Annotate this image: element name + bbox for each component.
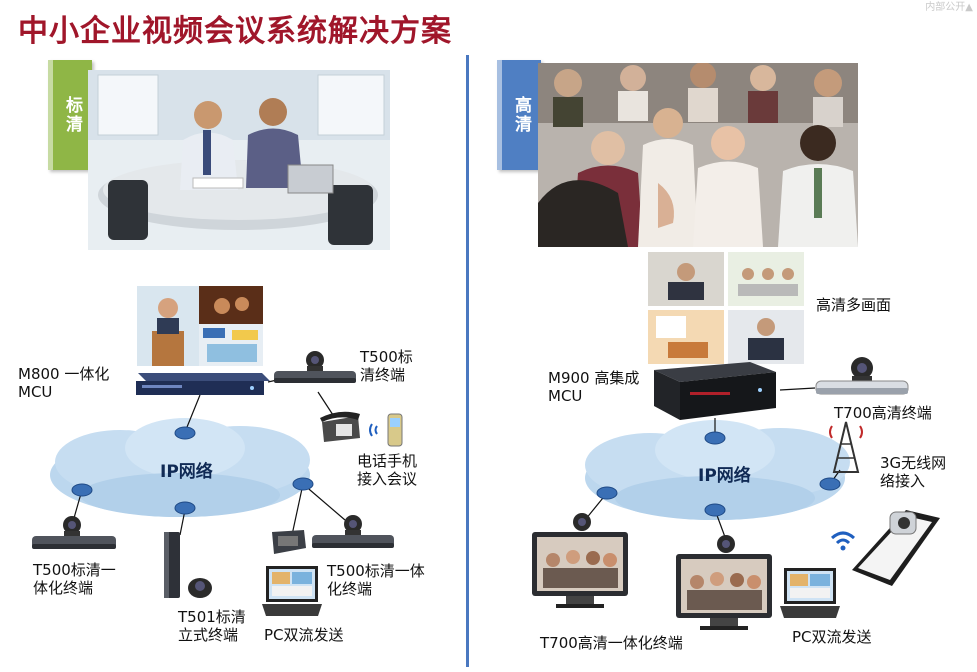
sd-pc-laptop [260, 564, 324, 620]
page-title: 中小企业视频会议系统解决方案 [18, 14, 452, 49]
sd-links [71, 374, 346, 536]
m800-mcu-device [130, 367, 270, 399]
desk-phone-icon [318, 408, 362, 444]
sd-media-box [268, 528, 308, 556]
t500-sd-terminal-top [272, 350, 358, 388]
t700-hd-terminal-top [814, 356, 910, 400]
panel-divider [466, 55, 469, 667]
sd-pc-label: PC双流发送 [264, 626, 344, 644]
m900-mcu-label: M900 高集成 MCU [548, 369, 640, 405]
t500-sd-terminal-left [30, 515, 120, 555]
t700-hd-integrated-terminal-left [528, 512, 632, 610]
m900-mcu-device [650, 360, 778, 422]
classification-note: 内部公开▲ [925, 2, 973, 13]
hd-multiscreen-label: 高清多画面 [816, 296, 892, 314]
t700-hd-top-label: T700高清终端 [834, 404, 932, 422]
t501-sd-label: T501标清 立式终端 [178, 608, 246, 644]
sd-meeting-photo [88, 70, 390, 250]
hd-badge: 高清 [497, 60, 541, 170]
sd-badge: 标清 [48, 60, 92, 170]
m800-mcu-label: M800 一体化 MCU [18, 365, 110, 401]
hd-audience-photo [538, 63, 858, 247]
sd-network-label: IP网络 [160, 462, 213, 482]
hd-pc-label: PC双流发送 [792, 628, 872, 646]
hd-network-label: IP网络 [698, 466, 751, 486]
phone-access-label: 电话手机 接入会议 [357, 452, 418, 488]
hd-pc-laptop [778, 566, 842, 622]
t500-sd-right-label: T500标清一体 化终端 [327, 562, 425, 598]
t700-hd-integrated-label: T700高清一体化终端 [540, 634, 683, 652]
wifi-icon [828, 528, 858, 554]
hd-multiscreen-collage [648, 252, 804, 364]
wireless-tower-icon [826, 418, 866, 474]
mobile-phone-icon [368, 410, 408, 450]
sd-screen-collage [137, 286, 263, 366]
t501-sd-standing-terminal [158, 530, 218, 600]
mobile-hd-terminal [852, 498, 940, 588]
t500-sd-terminal-right [310, 514, 396, 554]
wireless-label: 3G无线网 络接入 [880, 454, 947, 490]
t500-sd-top-label: T500标 清终端 [360, 348, 413, 384]
t700-hd-integrated-terminal-right [672, 534, 776, 632]
t500-sd-left-label: T500标清一 体化终端 [33, 561, 116, 597]
